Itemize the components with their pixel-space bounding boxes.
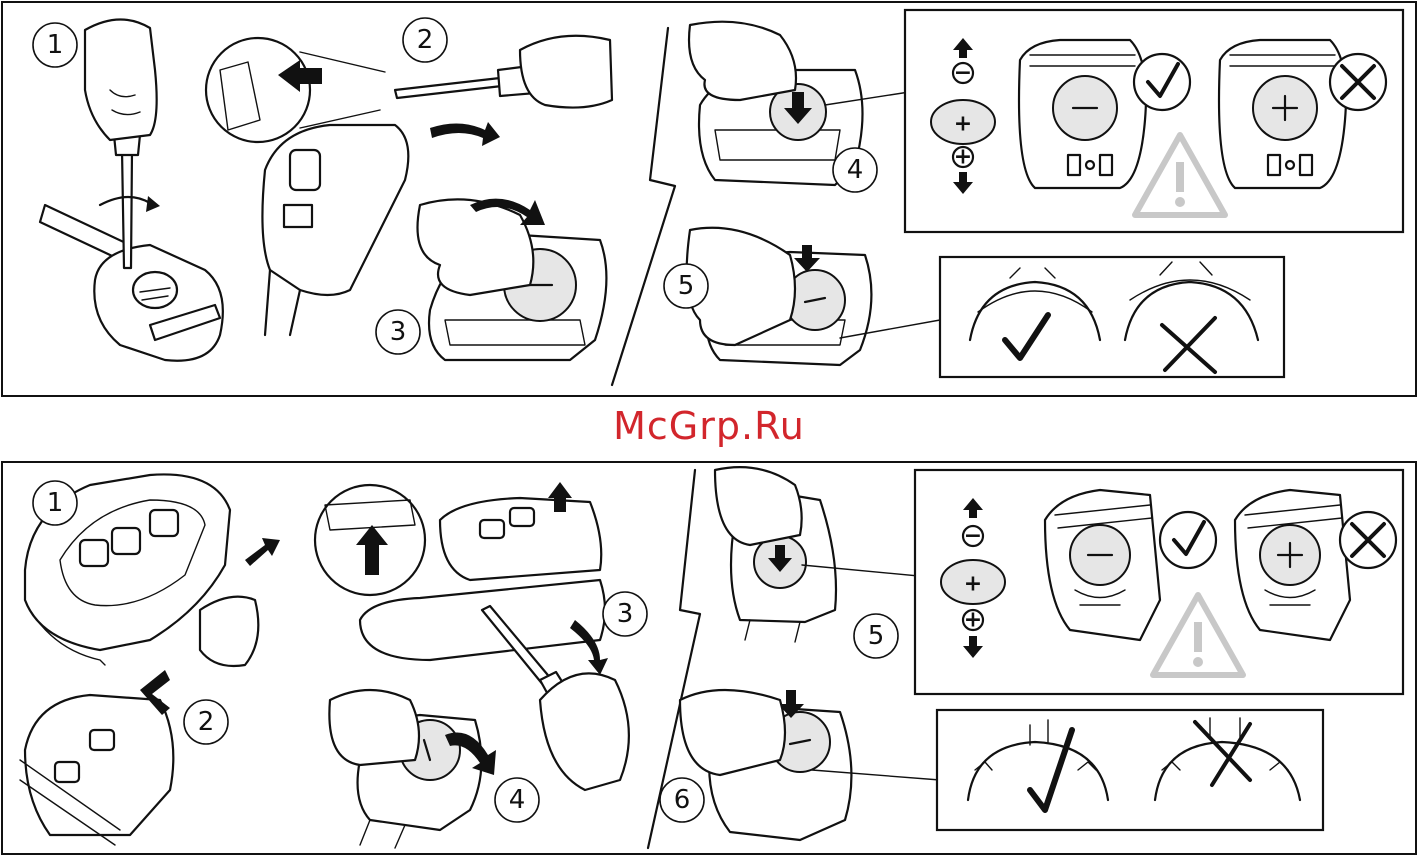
contact-icon — [1068, 155, 1080, 175]
step-separator-line — [612, 28, 675, 385]
svg-text:5: 5 — [678, 271, 695, 301]
svg-text:1: 1 — [47, 488, 64, 518]
lock-button-icon — [80, 540, 108, 566]
svg-text:1: 1 — [47, 30, 64, 60]
svg-text:4: 4 — [847, 155, 864, 185]
hand-icon — [200, 597, 258, 666]
svg-text:4: 4 — [509, 785, 526, 815]
step-number-4: 4 — [495, 778, 539, 822]
step-number-5: 5 — [664, 264, 708, 308]
check-icon-circle — [1134, 54, 1190, 110]
step6-press-battery-illustration — [680, 690, 940, 840]
unlock-button-icon — [112, 528, 140, 554]
step-number-6: 6 — [660, 778, 704, 822]
svg-text:−: − — [954, 61, 972, 86]
arrow-right-icon — [245, 538, 280, 566]
step1-key-illustration — [40, 19, 223, 360]
hand-icon — [520, 36, 612, 108]
case-button — [290, 150, 320, 190]
arrow-right-icon — [430, 122, 500, 146]
check-icon-circle — [1160, 512, 1216, 568]
step-number-3: 3 — [376, 310, 420, 354]
step4-insert-battery-illustration — [689, 22, 935, 185]
screwdriver-icon — [122, 150, 132, 268]
hand-icon — [540, 673, 629, 790]
key-case-lower — [360, 580, 605, 660]
step-number-4: 4 — [833, 148, 877, 192]
step4-remove-battery-illustration — [329, 690, 496, 848]
hand-icon — [680, 690, 785, 775]
svg-text:3: 3 — [390, 317, 407, 347]
clip-detail-box — [940, 257, 1284, 377]
svg-text:2: 2 — [198, 707, 215, 737]
svg-text:6: 6 — [674, 785, 691, 815]
step-number-5: 5 — [854, 614, 898, 658]
hand-icon — [329, 690, 419, 765]
hand-icon — [715, 467, 802, 545]
case-window — [284, 205, 312, 227]
hand-icon — [418, 199, 534, 295]
hand-icon — [85, 19, 157, 140]
step-number-1: 1 — [33, 481, 77, 525]
step-number-2: 2 — [403, 18, 447, 62]
svg-text:+: + — [954, 112, 972, 137]
screwdriver-icon — [395, 78, 502, 98]
svg-text:3: 3 — [617, 599, 634, 629]
svg-text:+: + — [954, 145, 972, 170]
svg-text:+: + — [964, 572, 982, 597]
clip-detail-box — [937, 710, 1323, 830]
step-number-3: 3 — [603, 592, 647, 636]
zoom-detail-circle — [206, 38, 310, 142]
step2-emergency-key-illustration — [20, 670, 173, 845]
svg-text:2: 2 — [417, 25, 434, 55]
svg-text:5: 5 — [868, 621, 885, 651]
step5-press-battery-illustration — [687, 228, 940, 365]
step-number-2: 2 — [184, 700, 228, 744]
contact-icon — [1268, 155, 1280, 175]
step5-insert-battery-illustration — [715, 467, 940, 642]
svg-text:−: − — [964, 524, 982, 549]
svg-text:+: + — [964, 608, 982, 633]
step3-remove-battery-illustration — [418, 199, 607, 360]
hand-icon — [689, 22, 796, 100]
trunk-button-icon — [150, 510, 178, 536]
step-number-1: 1 — [33, 23, 77, 67]
